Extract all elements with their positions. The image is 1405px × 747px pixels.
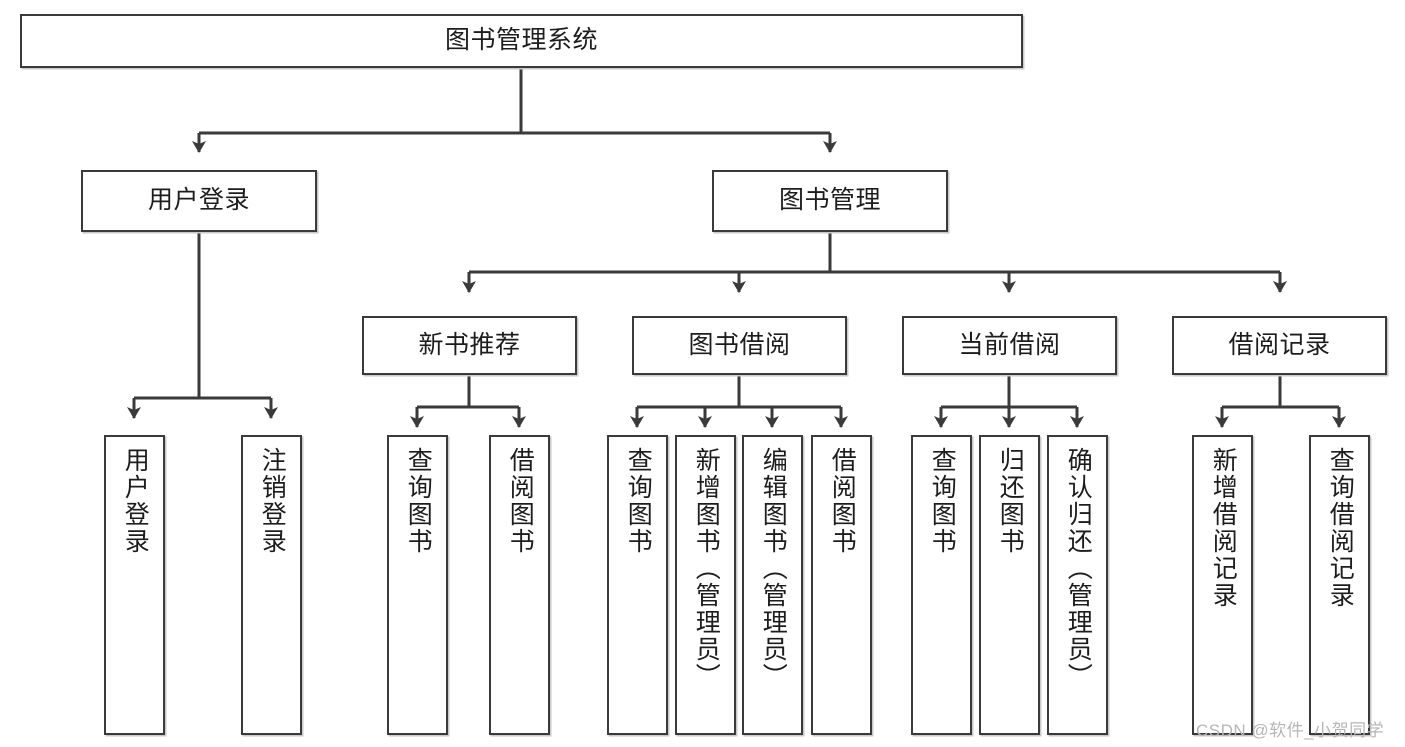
node-label: 编辑图书（管理员） xyxy=(759,447,788,690)
node-label: 查询图书 xyxy=(624,447,653,555)
node-label: 确认归还（管理员） xyxy=(1064,447,1093,690)
node-label: 用户登录 xyxy=(121,447,150,555)
node-label: 图书管理系统 xyxy=(444,26,598,55)
node-current-borrowing[interactable]: 当前借阅 xyxy=(902,316,1117,375)
node-book-borrowing[interactable]: 图书借阅 xyxy=(632,316,847,375)
leaf-borrow-books-new[interactable]: 借阅图书 xyxy=(489,435,550,735)
node-root-book-management-system[interactable]: 图书管理系统 xyxy=(20,14,1023,68)
node-new-book-recommendation[interactable]: 新书推荐 xyxy=(362,316,577,375)
leaf-query-books-new[interactable]: 查询图书 xyxy=(387,435,448,735)
node-label: 当前借阅 xyxy=(958,330,1061,359)
node-label: 新书推荐 xyxy=(418,330,521,359)
node-label: 查询图书 xyxy=(928,447,957,555)
node-label: 借阅记录 xyxy=(1228,330,1331,359)
node-label: 新增图书（管理员） xyxy=(692,447,721,690)
node-label: 查询图书 xyxy=(404,447,433,555)
leaf-query-books-current[interactable]: 查询图书 xyxy=(911,435,972,735)
leaf-logout[interactable]: 注销登录 xyxy=(241,435,302,735)
leaf-query-borrow-record[interactable]: 查询借阅记录 xyxy=(1309,435,1370,735)
node-user-login[interactable]: 用户登录 xyxy=(81,170,317,232)
leaf-add-borrow-record[interactable]: 新增借阅记录 xyxy=(1192,435,1253,735)
leaf-borrow-books[interactable]: 借阅图书 xyxy=(811,435,872,735)
leaf-edit-book-admin[interactable]: 编辑图书（管理员） xyxy=(742,435,803,735)
csdn-watermark: CSDN @软件_小贺同学 xyxy=(1196,721,1385,740)
node-label: 用户登录 xyxy=(147,186,250,215)
node-label: 借阅图书 xyxy=(506,447,535,555)
node-label: 新增借阅记录 xyxy=(1209,447,1238,609)
leaf-confirm-return-admin[interactable]: 确认归还（管理员） xyxy=(1047,435,1108,735)
node-label: 借阅图书 xyxy=(828,447,857,555)
node-label: 图书借阅 xyxy=(688,330,791,359)
leaf-return-books[interactable]: 归还图书 xyxy=(979,435,1040,735)
node-book-management[interactable]: 图书管理 xyxy=(712,170,948,232)
leaf-query-books-borrow[interactable]: 查询图书 xyxy=(607,435,668,735)
node-borrowing-record[interactable]: 借阅记录 xyxy=(1172,316,1387,375)
node-label: 注销登录 xyxy=(258,447,287,555)
node-label: 图书管理 xyxy=(778,186,881,215)
leaf-add-book-admin[interactable]: 新增图书（管理员） xyxy=(675,435,736,735)
leaf-user-login[interactable]: 用户登录 xyxy=(104,435,165,735)
node-label: 查询借阅记录 xyxy=(1326,447,1355,609)
node-label: 归还图书 xyxy=(996,447,1025,555)
